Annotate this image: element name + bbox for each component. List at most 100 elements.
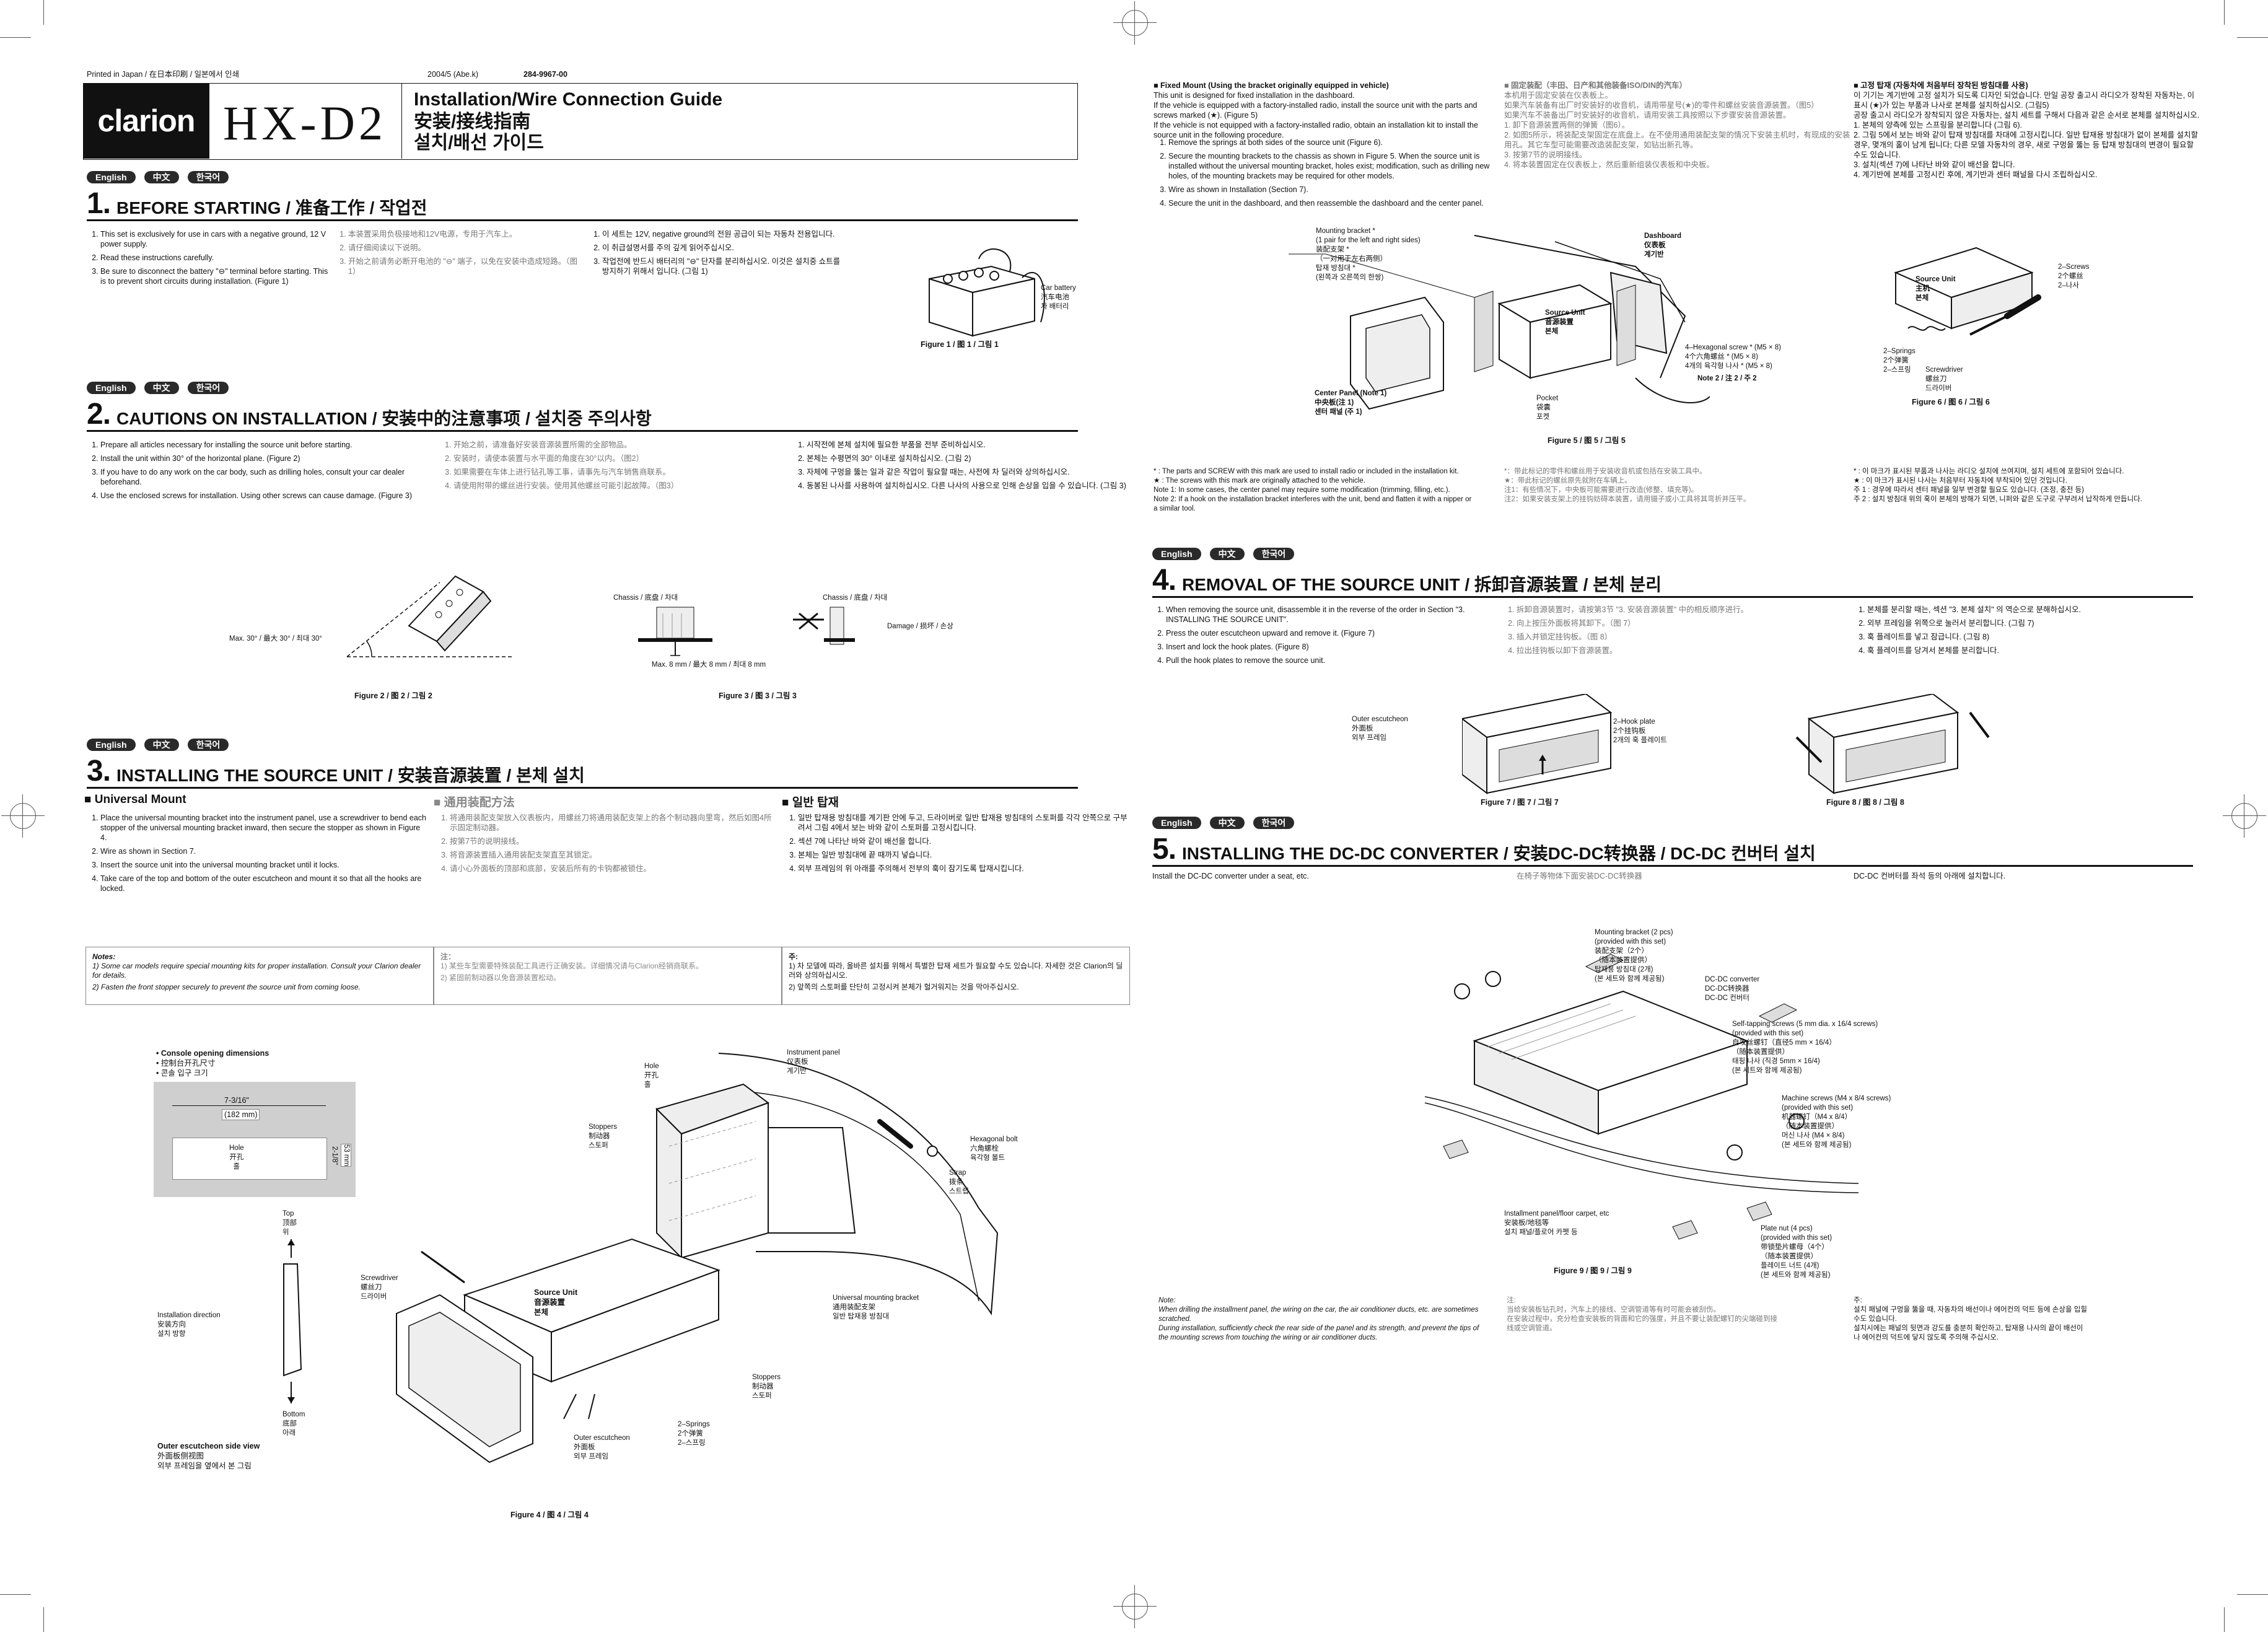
fixed-mount-steps: Remove the springs at both sides of the … — [1152, 138, 1503, 212]
fixed-mount-p2: If the vehicle is equipped with a factor… — [1154, 101, 1478, 120]
section-1-en-list: This set is exclusively for use in cars … — [84, 229, 330, 290]
figure-4-hole-label: Hole 开孔 홀 — [644, 1063, 659, 1089]
console-dims-kr: • 콘솔 입구 크기 — [156, 1069, 208, 1077]
lang-en: English — [87, 171, 136, 183]
fixed-mount-heading-cn: ■ 固定装配（丰田、日产和其他装备ISO/DIN的汽车） — [1504, 81, 1688, 90]
figure-5-center-panel-label: Center Panel (Note 1) 中央板(注 1) 센터 패널 (주 … — [1315, 390, 1387, 416]
section-4-cn-list: 拆卸音源装置时，请按第3节 "3. 安装音源装置" 中的相反顺序进行。 向上按压… — [1500, 605, 1839, 659]
figure-3-damage-label: Damage / 损坏 / 손상 — [887, 623, 953, 630]
section-3-heading: 3. INSTALLING THE SOURCE UNIT / 安装音源装置 /… — [87, 757, 1078, 789]
notes-kr-2: 2) 앞쪽의 스토퍼를 단단히 고정시켜 본체가 헐거워지는 것을 막아주십시오… — [789, 983, 1019, 991]
figure-5-dashboard-label: Dashboard 仪表板 계기반 — [1644, 232, 1682, 258]
lang-kr: 한국어 — [187, 739, 229, 751]
list-item: Wire as shown in Installation (Section 7… — [1168, 185, 1503, 195]
section-4-kr-list: 본체를 분리할 때는, 섹션 "3. 본체 설치" 의 역순으로 분해하십시오.… — [1851, 605, 2202, 659]
notes-kr-1: 1) 차 모델에 따라, 올바른 설치를 위해서 특별한 탑재 세트가 필요할 … — [789, 962, 1123, 980]
section-1-number: 1. — [87, 187, 111, 220]
universal-mount-heading-cn: ■ 通用装配方法 — [434, 796, 515, 809]
registration-circle — [1122, 10, 1148, 36]
notes-cn-box: 注： 1) 某些车型需要特殊装配工具进行正确安装。详细情况请与Clarion经销… — [434, 947, 782, 1005]
crop-mark — [43, 1607, 44, 1632]
list-item: Pull the hook plates to remove the sourc… — [1166, 656, 1488, 665]
figure-8-caption: Figure 8 / 图 8 / 그림 8 — [1826, 798, 1904, 807]
section-3-en-list: Place the universal mounting bracket int… — [84, 813, 429, 897]
figure-1-caption: Figure 1 / 图 1 / 그림 1 — [921, 340, 999, 349]
figure-4-exploded-view — [396, 1053, 999, 1463]
figure-2-angle-label: Max. 30° / 最大 30° / 최대 30° — [229, 635, 323, 643]
lang-kr: 한국어 — [1253, 548, 1295, 560]
figure-4-panel-label: Instrument panel 仪表板 계기반 — [787, 1049, 840, 1075]
section-2-title: CAUTIONS ON INSTALLATION / 安装中的注意事项 / 설치… — [116, 409, 652, 428]
list-item: 본체는 일반 방침대에 끝 때까지 넣습니다. — [798, 850, 1132, 860]
list-item: When removing the source unit, disassemb… — [1166, 605, 1488, 625]
list-item: Press the outer escutcheon upward and re… — [1166, 628, 1488, 638]
section-5-heading: 5. INSTALLING THE DC-DC CONVERTER / 安装DC… — [1152, 835, 2193, 867]
figure-2-caption: Figure 2 / 图 2 / 그림 2 — [354, 691, 432, 700]
figure-5-bracket-label: Mounting bracket * (1 pair for the left … — [1316, 227, 1421, 281]
lang-en: English — [1152, 817, 1201, 829]
brand-logo-text: clarion — [97, 103, 196, 138]
list-item: Prepare all articles necessary for insta… — [100, 440, 435, 450]
installation-direction-label: Installation direction 安装方向 설치 방향 — [157, 1312, 221, 1338]
registration-circle — [2231, 803, 2257, 829]
section-5-note-cn: 注: 当给安装板钻孔时，汽车上的接线、空调管道等有时可能会被刮伤。 在安装过程中… — [1507, 1297, 1777, 1332]
list-item: Place the universal mounting bracket int… — [100, 813, 429, 843]
figure-1-battery-illustration — [929, 248, 1045, 337]
console-dims-cn: • 控制台开孔尺寸 — [156, 1059, 216, 1068]
section-2-heading: 2. CAUTIONS ON INSTALLATION / 安装中的注意事项 /… — [87, 400, 1078, 432]
figure-1-label: Car battery 汽车电池 차 배터리 — [1041, 284, 1076, 310]
notes-en-1: 1) Some car models require special mount… — [92, 962, 421, 980]
section-3-title: INSTALLING THE SOURCE UNIT / 安装音源装置 / 본체… — [116, 766, 585, 785]
notes-kr-box: 주: 1) 차 모델에 따라, 올바른 설치를 위해서 특별한 탑재 세트가 필… — [782, 947, 1130, 1005]
list-item: 외부 프레임을 위쪽으로 눌러서 분리합니다. (그림 7) — [1867, 618, 2202, 628]
list-item: Read these instructions carefully. — [100, 253, 330, 263]
figure-4-stoppers2-label: Stoppers 制动器 스토퍼 — [752, 1374, 781, 1400]
figure-5-fixed-mount-illustration — [1289, 235, 1710, 410]
list-item: Insert the source unit into the universa… — [100, 860, 429, 870]
model-name: HX-D2 — [223, 96, 387, 150]
list-item: 본체를 분리할 때는, 섹션 "3. 본체 설치" 의 역순으로 분해하십시오. — [1867, 605, 2202, 615]
section-4-number: 4. — [1152, 564, 1176, 597]
list-item: 开始之前，请准备好安装音源装置所需的全部物品。 — [453, 440, 788, 450]
console-hole-rect — [172, 1138, 327, 1180]
crop-mark — [0, 37, 31, 38]
figure-4-hexbolt-label: Hexagonal bolt 六角螺栓 육각형 볼트 — [970, 1136, 1018, 1162]
fixed-notes-kr: * : 이 마크가 표시된 부품과 나사는 라디오 설치에 쓰여지며, 설치 세… — [1854, 468, 2142, 503]
list-item: 拉出挂钩板以卸下音源装置。 — [1517, 646, 1839, 656]
console-dims-en: • Console opening dimensions — [156, 1049, 269, 1058]
list-item: 훅 플레이트를 당겨서 본체를 분리합니다. — [1867, 646, 2202, 656]
figure-9-machine-label: Machine screws (M4 x 8/4 screws) (provid… — [1782, 1095, 1891, 1149]
fixed-mount-p1: This unit is designed for fixed installa… — [1154, 91, 1355, 100]
figure-6-source-label: Source Unit 主机 본체 — [1916, 276, 1956, 302]
crop-mark — [2224, 1607, 2225, 1632]
lang-bar-5: English 中文 한국어 — [1152, 817, 1295, 829]
list-item: 将音源装置插入通用装配支架直至其锁定。 — [450, 850, 778, 860]
figure-4-screwdriver-label: Screwdriver 螺丝刀 드라이버 — [361, 1274, 398, 1301]
registration-circle — [1122, 1594, 1148, 1620]
figure-3-screw-illustration — [638, 607, 855, 656]
figure-7-label: Outer escutcheon 外面板 외부 프레임 — [1352, 716, 1408, 742]
list-item: Install the unit within 30° of the horiz… — [100, 454, 435, 463]
list-item: Secure the unit in the dashboard, and th… — [1168, 198, 1503, 208]
console-width-line — [172, 1105, 326, 1106]
list-item: This set is exclusively for use in cars … — [100, 229, 330, 249]
section-1-cn-list: 本装置采用负极接地和12V电源，专用于汽车上。 请仔细阅读以下说明。 开始之前请… — [332, 229, 584, 280]
figure-9-dcdc-illustration — [1425, 954, 1859, 1240]
header-divider — [401, 83, 402, 159]
figure-6-caption: Figure 6 / 图 6 / 그림 6 — [1912, 398, 1990, 406]
figure-5-caption: Figure 5 / 图 5 / 그림 5 — [1548, 436, 1626, 445]
crop-mark — [2237, 1594, 2268, 1595]
list-item: 插入并锁定挂钩板。（图 8） — [1517, 632, 1839, 642]
universal-mount-heading-kr: ■ 일반 탑재 — [782, 796, 839, 809]
figure-4-springs-label: 2–Springs 2个弹簧 2–스프링 — [678, 1421, 710, 1447]
fixed-mount-heading-kr: ■ 고정 탑재 (자동차에 처음부터 장착된 방침대를 사용) — [1854, 81, 2028, 90]
notes-en-title: Notes: — [92, 952, 116, 961]
section-3-number: 3. — [87, 755, 111, 787]
console-hole-label: Hole 开孔 홀 — [229, 1144, 244, 1170]
figure-9-converter-label: DC-DC converter DC-DC转换器 DC-DC 컨버터 — [1705, 976, 1760, 1002]
list-item: 请仔细阅读以下说明。 — [348, 243, 584, 253]
section-1-heading: 1. BEFORE STARTING / 准备工作 / 작업전 — [87, 187, 1078, 221]
section-5-en: Install the DC-DC converter under a seat… — [1152, 872, 1309, 880]
lang-kr: 한국어 — [1253, 817, 1295, 829]
section-5-note-kr: 주: 설치 패널에 구멍을 뚫을 때, 자동차의 배선이나 에어컨의 덕트 등에… — [1854, 1297, 2087, 1341]
